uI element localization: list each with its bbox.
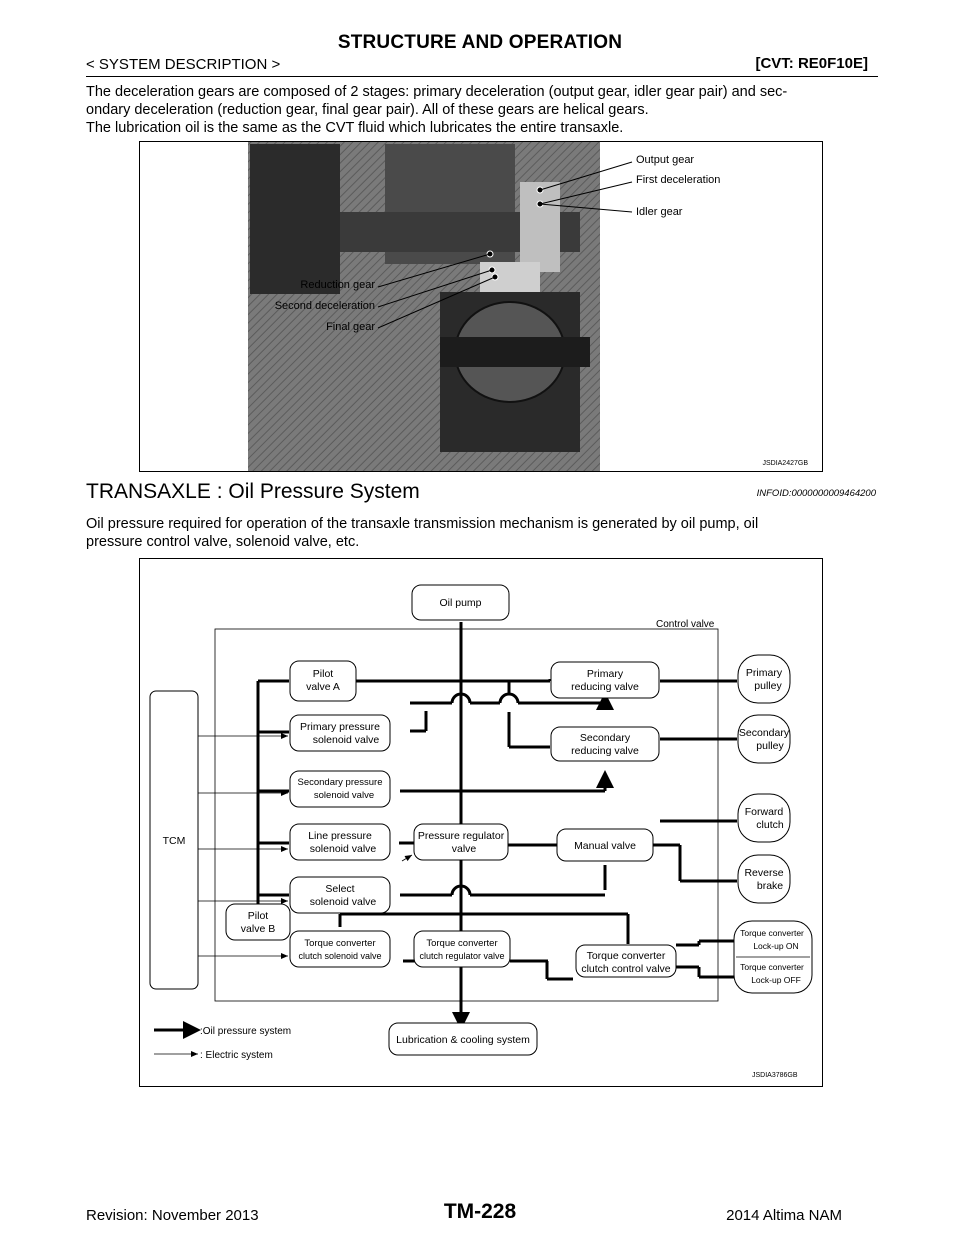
legend-elec-text: : Electric system <box>200 1050 273 1061</box>
section-heading: TRANSAXLE : Oil Pressure System <box>86 480 420 503</box>
pilot-b-line2: valve B <box>241 923 275 935</box>
lps-line2: solenoid valve <box>310 843 377 855</box>
figure2-code: JSDIA3786GB <box>752 1072 798 1079</box>
output-gear-label: Output gear <box>636 154 695 166</box>
tccr-line1: Torque converter <box>426 938 497 949</box>
oil-pressure-line-2: pressure control valve, solenoid valve, … <box>86 534 360 550</box>
footer-model: 2014 Altima NAM <box>726 1207 842 1224</box>
fwd-line2: clutch <box>756 819 784 831</box>
prv-line1: Pressure regulator <box>418 830 505 842</box>
oil-pump-box <box>411 584 510 621</box>
pilot-valve-a-box <box>289 660 357 702</box>
sel-line1: Select <box>325 883 354 895</box>
lube-text: Lubrication & cooling system <box>396 1034 530 1046</box>
intro-line-1: The deceleration gears are composed of 2… <box>86 84 788 100</box>
lock-on-line1: Torque converter <box>740 928 804 938</box>
footer-page-number: TM-228 <box>443 1200 517 1223</box>
tccs-line2: clutch solenoid valve <box>298 951 381 961</box>
primary-pressure-solenoid-box <box>289 714 391 752</box>
intro-paragraph: The deceleration gears are composed of 2… <box>86 83 878 137</box>
intro-line-2: ondary deceleration (reduction gear, fin… <box>86 102 649 118</box>
sec-pulley-line2: pulley <box>756 740 784 752</box>
secondary-pressure-solenoid-box <box>289 770 391 808</box>
info-id: INFOID:0000000009464200 <box>756 488 876 499</box>
line-pressure-solenoid-box <box>289 823 391 861</box>
primary-reducing-valve-box <box>550 661 660 699</box>
reduction-gear-label: Reduction gear <box>300 279 375 291</box>
footer-revision: Revision: November 2013 <box>86 1207 259 1224</box>
oil-pressure-line-1: Oil pressure required for operation of t… <box>86 516 759 532</box>
page-title: STRUCTURE AND OPERATION <box>337 32 623 53</box>
lock-off-line2: Lock-up OFF <box>751 975 801 985</box>
manual-valve-box <box>556 828 654 862</box>
primary-red-line1: Primary <box>587 668 624 680</box>
rev-line1: Reverse <box>744 867 783 879</box>
first-deceleration-label: First deceleration <box>636 174 721 186</box>
oil-pressure-diagram-svg: Oil pump TCM Pilot valve A Primary reduc… <box>149 584 813 1079</box>
deceleration-gears-figure: Output gear First deceleration Idler gea… <box>139 141 823 472</box>
sps-line1: Secondary pressure <box>297 777 382 788</box>
tccs-line1: Torque converter <box>304 938 375 949</box>
tcc-regulator-box <box>413 930 511 968</box>
manual-text: Manual valve <box>574 840 636 852</box>
sec-pulley-line1: Secondary <box>739 727 790 739</box>
rev-line2: brake <box>757 880 783 892</box>
tcm-box <box>149 690 199 990</box>
prv-line2: valve <box>452 843 477 855</box>
reverse-brake-box <box>737 854 791 904</box>
lock-on-line2: Lock-up ON <box>753 941 798 951</box>
primary-pulley-box <box>737 654 791 704</box>
tccc-line1: Torque converter <box>587 950 666 962</box>
figure1-code: JSDIA2427GB <box>762 460 808 467</box>
tcc-solenoid-box <box>289 930 391 968</box>
tcm-text: TCM <box>163 835 186 847</box>
gear-cross-section-drawing <box>248 142 633 471</box>
tccr-line2: clutch regulator valve <box>419 951 504 961</box>
section-label: < SYSTEM DESCRIPTION > <box>86 56 281 73</box>
pilot-a-line2: valve A <box>306 681 340 693</box>
control-valve-outline <box>214 628 719 1002</box>
control-valve-label: Control valve <box>656 619 715 630</box>
intro-line-3: The lubrication oil is the same as the C… <box>86 120 624 136</box>
idler-gear-label: Idler gear <box>636 206 683 218</box>
fwd-line1: Forward <box>745 806 784 818</box>
legend-oil-text: :Oil pressure system <box>200 1026 291 1037</box>
header-rule <box>86 76 878 77</box>
oil-pressure-diagram: Oil pump TCM Pilot valve A Primary reduc… <box>139 558 823 1087</box>
pilot-b-line1: Pilot <box>248 910 269 922</box>
secondary-pulley-box <box>737 714 791 764</box>
model-tag: [CVT: RE0F10E] <box>755 55 868 72</box>
primary-red-line2: reducing valve <box>571 681 639 693</box>
oil-pressure-paragraph: Oil pressure required for operation of t… <box>86 515 878 551</box>
lock-off-line1: Torque converter <box>740 962 804 972</box>
pilot-valve-b-box <box>225 903 291 941</box>
sel-line2: solenoid valve <box>310 896 377 908</box>
sps-line2: solenoid valve <box>314 790 374 801</box>
forward-clutch-box <box>737 793 791 843</box>
select-solenoid-box <box>289 876 391 914</box>
tccc-line2: clutch control valve <box>581 963 670 975</box>
sec-red-line2: reducing valve <box>571 745 639 757</box>
second-deceleration-label: Second deceleration <box>274 300 375 312</box>
lubrication-box <box>388 1022 538 1056</box>
final-gear-label: Final gear <box>326 321 375 333</box>
primary-pulley-line1: Primary <box>746 667 783 679</box>
pps-line1: Primary pressure <box>300 721 380 733</box>
primary-pulley-line2: pulley <box>754 680 782 692</box>
secondary-reducing-valve-box <box>550 726 660 762</box>
pressure-regulator-box <box>413 823 509 861</box>
oil-pump-text: Oil pump <box>439 597 481 609</box>
tcc-control-box <box>575 944 677 978</box>
pps-line2: solenoid valve <box>313 734 380 746</box>
sec-red-line1: Secondary <box>580 732 631 744</box>
lps-line1: Line pressure <box>308 830 372 842</box>
pilot-a-line1: Pilot <box>313 668 334 680</box>
